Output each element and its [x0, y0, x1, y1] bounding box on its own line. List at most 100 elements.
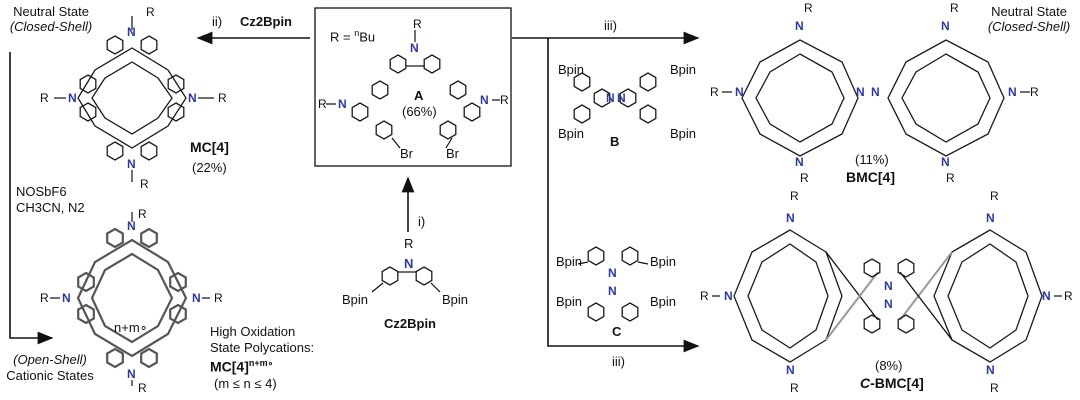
open-shell-line2: Cationic States [6, 368, 94, 383]
reagent-c-bpin-tl: Bpin [556, 254, 583, 269]
step-iii-top-label: iii) [604, 18, 617, 33]
c-bmc4-structure: N N N R N R N R N R N R N R [700, 189, 1073, 395]
svg-text:R: R [790, 189, 799, 203]
solvent-label: CH3CN, N2 [16, 200, 85, 215]
svg-text:N: N [856, 85, 865, 99]
step-i-label: i) [418, 214, 426, 229]
svg-text:N: N [62, 291, 71, 305]
reagent-c-structure: N N [577, 246, 649, 322]
cz2bpin-r: R [404, 236, 414, 251]
svg-text:R: R [1064, 289, 1073, 303]
compound-a-br-right: Br [446, 146, 459, 161]
reagent-b-bpin-br: Bpin [670, 126, 697, 141]
svg-text:R: R [138, 381, 147, 395]
svg-text:N: N [127, 25, 136, 39]
svg-text:R: R [318, 97, 327, 111]
svg-text:N: N [606, 91, 615, 105]
bmc4-state-line2: (Closed-Shell) [987, 19, 1071, 34]
c-bmc4-yield: (8%) [875, 358, 903, 373]
step-iii-bottom-label: iii) [612, 354, 625, 369]
svg-text:N: N [986, 363, 995, 377]
svg-text:R: R [500, 93, 509, 107]
polycation-condition: (m ≤ n ≤ 4) [214, 376, 277, 391]
svg-text:R: R [40, 291, 49, 305]
bmc4-yield: (11%) [855, 152, 889, 167]
open-shell-line1: (Open-Shell) [13, 352, 87, 367]
compound-a-box [314, 7, 512, 167]
svg-text:R: R [138, 207, 147, 221]
arrow-oxidation-path [9, 52, 42, 339]
svg-text:N: N [724, 289, 733, 303]
reagent-b-bpin-tl: Bpin [558, 62, 585, 77]
reagent-b-letter: B [610, 134, 620, 149]
polycation-name: MC[4]n+m∘ [210, 358, 274, 375]
mc4-state-line2: (Closed-Shell) [9, 19, 93, 34]
svg-text:R: R [790, 381, 799, 395]
svg-text:R: R [700, 289, 709, 303]
svg-text:R: R [413, 17, 422, 31]
svg-text:N: N [795, 155, 804, 169]
svg-text:N: N [1042, 289, 1051, 303]
svg-text:N: N [127, 219, 136, 233]
svg-text:R: R [804, 1, 813, 15]
svg-text:N: N [986, 211, 995, 225]
svg-text:N: N [1008, 85, 1017, 99]
cz2bpin-name: Cz2Bpin [384, 316, 436, 331]
step-ii-reagent: Cz2Bpin [240, 14, 292, 29]
svg-text:R: R [990, 189, 999, 203]
mc4-name: MC[4] [190, 139, 229, 155]
svg-text:R: R [146, 5, 155, 19]
svg-text:N: N [795, 19, 804, 33]
reagent-c-bpin-bl: Bpin [556, 294, 583, 309]
arrow-branch [547, 38, 560, 347]
reagent-c-bpin-br: Bpin [650, 294, 677, 309]
svg-text:N: N [617, 91, 626, 105]
svg-text:N: N [338, 97, 347, 111]
reagent-b-bpin-tr: Bpin [670, 62, 697, 77]
r-definition: R = nBu [330, 28, 376, 45]
reagent-c-letter: C [612, 324, 622, 339]
svg-text:R: R [1030, 85, 1039, 99]
bmc4-structure: N R N R N R N N N R N R N R [710, 1, 1039, 185]
svg-text:R: R [710, 85, 719, 99]
reagent-b-bpin-bl: Bpin [558, 126, 585, 141]
bmc4-state-line1: Neutral State [991, 4, 1067, 19]
polycation-desc-line1: High Oxidation [210, 324, 296, 339]
bmc4-name: BMC[4] [846, 169, 895, 185]
compound-a-br-left: Br [400, 146, 413, 161]
svg-text:R: R [218, 91, 227, 105]
svg-text:N: N [941, 19, 950, 33]
polycation-charge: n+m∘ [248, 358, 274, 368]
svg-text:R: R [140, 177, 149, 191]
svg-text:N: N [871, 85, 880, 99]
mc4-cation-structure: N R N R N R N R [40, 207, 223, 395]
svg-text:R: R [40, 91, 49, 105]
svg-text:N: N [608, 284, 617, 298]
svg-text:R: R [946, 171, 955, 185]
svg-text:N: N [127, 367, 136, 381]
svg-text:N: N [188, 91, 197, 105]
mc4-structure: N R N R N R N R [40, 5, 227, 191]
svg-text:N: N [410, 41, 419, 55]
svg-text:N: N [68, 91, 77, 105]
svg-text:R: R [950, 1, 959, 15]
mc4-yield: (22%) [192, 160, 227, 175]
cz2bpin-bpin-left: Bpin [342, 292, 369, 307]
svg-text:N: N [884, 279, 893, 293]
cation-ring-charge: n+m∘ [114, 320, 148, 335]
polycation-desc-line2: State Polycations: [210, 340, 315, 355]
svg-text:R: R [800, 171, 809, 185]
step-ii-label: ii) [212, 14, 223, 29]
cz2bpin-structure [371, 266, 441, 293]
reagent-b-structure: N N [573, 72, 657, 124]
compound-a-yield: (66%) [402, 104, 437, 119]
svg-text:N: N [786, 363, 795, 377]
svg-text:N: N [608, 266, 617, 280]
oxidant-label: NOSbF6 [16, 184, 67, 199]
svg-text:N: N [941, 155, 950, 169]
reagent-c-bpin-tr: Bpin [650, 254, 677, 269]
svg-text:N: N [735, 85, 744, 99]
mc4-state-line1: Neutral State [13, 4, 89, 19]
svg-text:R: R [990, 381, 999, 395]
